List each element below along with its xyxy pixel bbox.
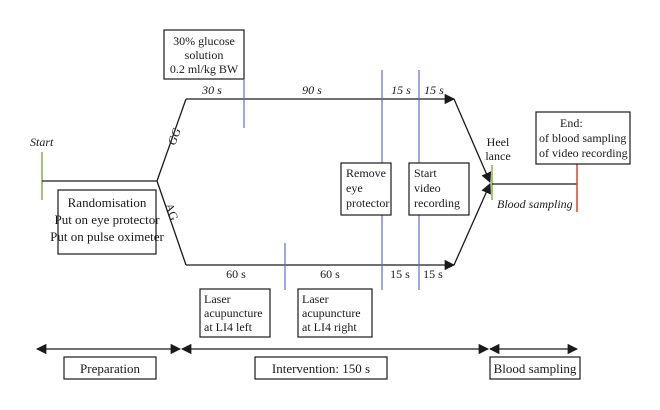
randomisation-box — [57, 189, 157, 255]
blood-sampling-label: Blood sampling — [494, 361, 577, 376]
preparation-label: Preparation — [80, 361, 140, 376]
start-video-recording-box — [408, 162, 470, 216]
end-line-3: of video recording — [539, 146, 628, 160]
heel-lance-line-2: lance — [485, 149, 510, 163]
end-box — [535, 111, 631, 165]
intervention-label: Intervention: 150 s — [272, 361, 370, 376]
bottom-duration-1: 60 s — [226, 267, 246, 281]
start-video-line-1: Start — [414, 166, 437, 180]
end-line-1: End: — [560, 116, 583, 130]
gg-label: GG — [165, 126, 184, 147]
remove-eye-line-3: protector — [346, 196, 389, 210]
glucose-line-2: solution — [185, 48, 224, 62]
top-duration-3: 15 s — [391, 83, 411, 97]
top-duration-1: 30 s — [201, 83, 222, 97]
remove-eye-line-1: Remove — [346, 166, 386, 180]
gg-branch-line — [156, 98, 187, 182]
randomisation-line-3: Put on pulse oximeter — [50, 229, 164, 244]
top-duration-2: 90 s — [302, 83, 322, 97]
laser-right-line-3: at LI4 right — [302, 320, 357, 334]
remove-eye-protector-box — [340, 162, 392, 216]
blood-sampling-box — [489, 356, 581, 380]
laser-left-box — [199, 288, 271, 338]
bottom-duration-4: 15 s — [423, 267, 443, 281]
laser-right-line-1: Laser — [302, 292, 329, 306]
start-video-line-3: recording — [414, 196, 460, 210]
bottom-duration-3: 15 s — [390, 267, 410, 281]
preparation-box — [63, 356, 157, 380]
start-label: Start — [30, 135, 54, 149]
randomisation-line-1: Randomisation — [68, 195, 147, 210]
blood-sampling-italic-label: Blood sampling — [497, 197, 573, 211]
intervention-box — [254, 356, 388, 380]
laser-left-line-2: acupuncture — [204, 306, 263, 320]
glucose-solution-box — [163, 29, 245, 80]
start-video-line-2: video — [414, 181, 441, 195]
ag-label: AG — [162, 201, 181, 222]
laser-right-box — [297, 288, 373, 338]
top-duration-4: 15 s — [424, 83, 444, 97]
laser-right-line-2: acupuncture — [302, 306, 361, 320]
ag-branch-line — [156, 180, 187, 266]
glucose-line-1: 30% glucose — [173, 34, 235, 48]
ag-converge-arrow — [453, 183, 491, 266]
heel-lance-line-1: Heel — [487, 135, 510, 149]
glucose-line-3: 0.2 ml/kg BW — [170, 62, 239, 76]
laser-left-line-3: at LI4 left — [204, 320, 253, 334]
gg-converge-arrow — [453, 98, 492, 183]
end-line-2: of blood sampling — [539, 131, 626, 145]
bottom-duration-2: 60 s — [320, 267, 340, 281]
randomisation-line-2: Put on eye protector — [54, 212, 160, 227]
remove-eye-line-2: eye — [346, 181, 363, 195]
laser-left-line-1: Laser — [204, 292, 231, 306]
